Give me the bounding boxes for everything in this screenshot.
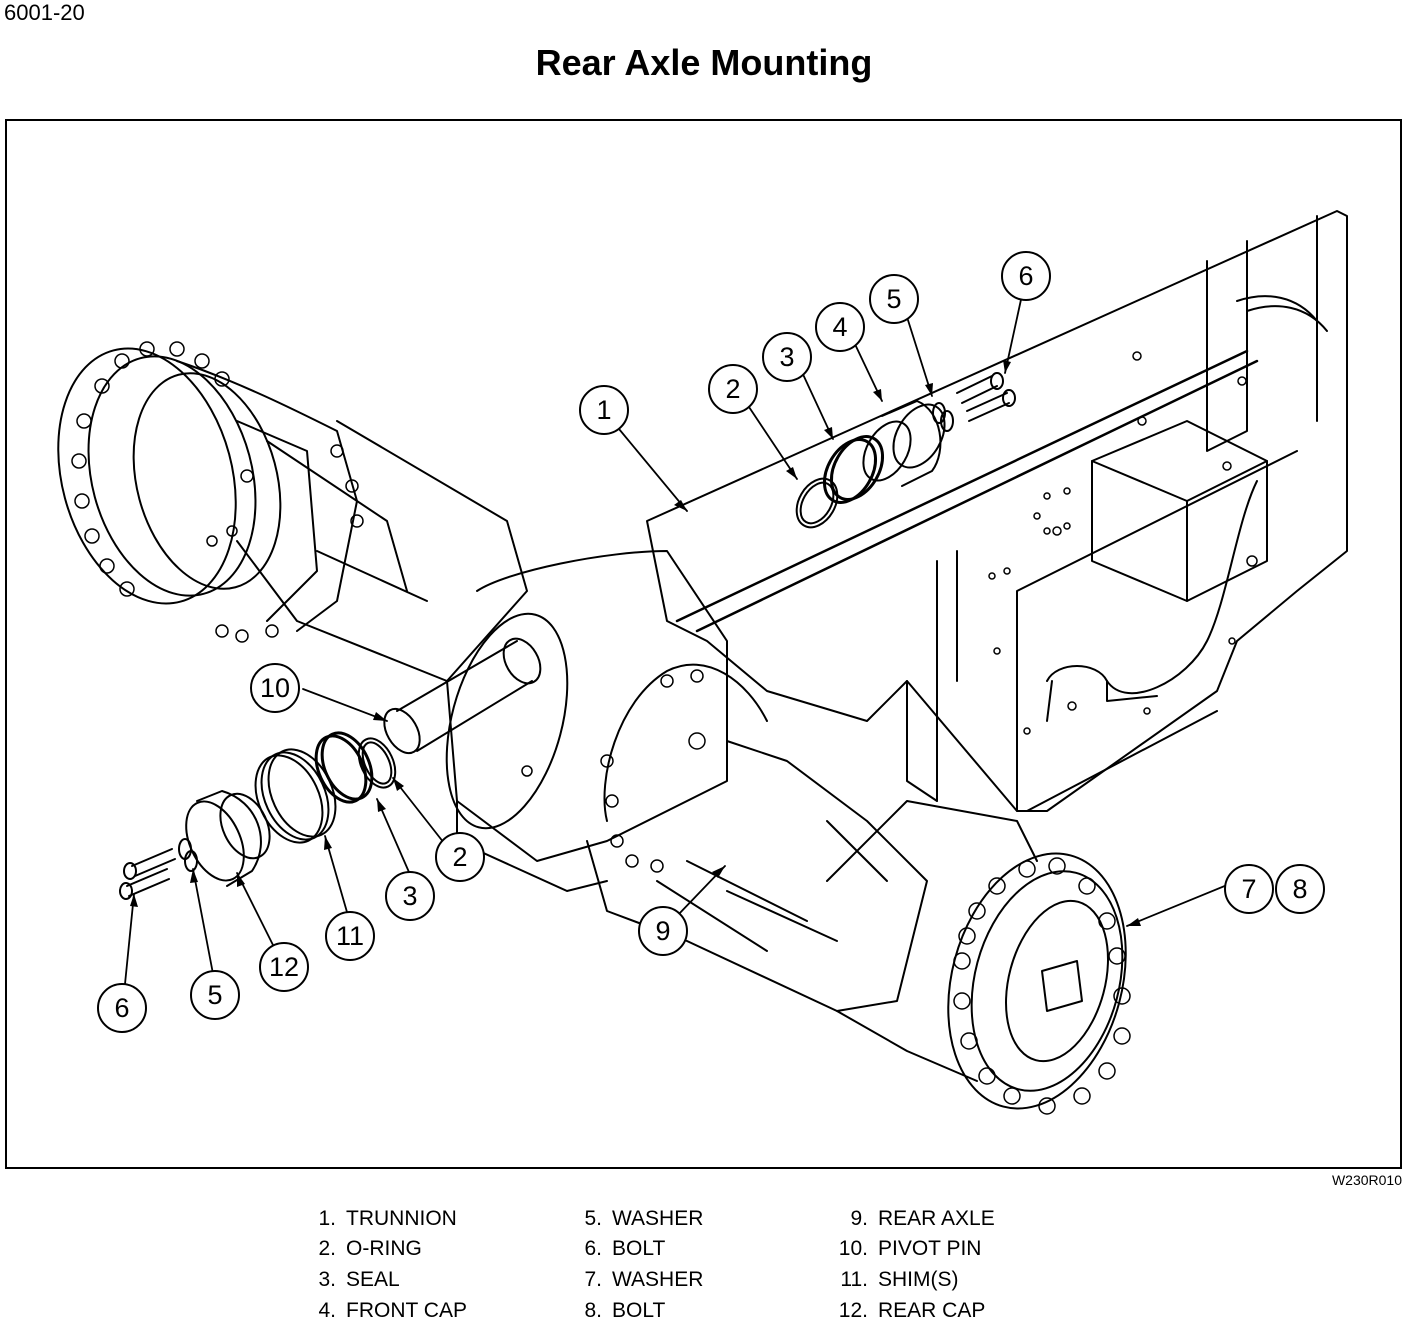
legend-item: 5.WASHER	[584, 1207, 704, 1230]
rear-axle-housing	[236, 420, 928, 1012]
legend-item: 1.TRUNNION	[318, 1207, 457, 1230]
leader-arrowheads	[130, 360, 1141, 926]
callout-3-lower: 3	[385, 871, 435, 921]
callout-5-upper: 5	[869, 274, 919, 324]
page-number: 6001-20	[4, 0, 85, 25]
page-title: Rear Axle Mounting	[535, 42, 873, 83]
legend-item: 11.SHIM(S)	[840, 1268, 959, 1291]
callout-6-upper: 6	[1001, 251, 1051, 301]
callout-1: 1	[579, 385, 629, 435]
axle-drawing: 1 2 3 4 5 6 10 2 3 11 12 5	[57, 210, 1348, 1115]
legend-item: 12.REAR CAP	[838, 1299, 986, 1322]
legend-item: 6.BOLT	[584, 1237, 666, 1260]
upper-bolts-6	[956, 372, 1016, 422]
svg-text:8: 8	[1292, 874, 1307, 904]
callout-11: 11	[325, 911, 375, 961]
svg-text:11: 11	[336, 921, 364, 951]
front-cap-4	[862, 400, 946, 487]
svg-text:4: 4	[832, 312, 847, 342]
legend-item: 3.SEAL	[318, 1268, 400, 1291]
callout-6-lower: 6	[97, 983, 147, 1033]
exploded-view-figure: 1 2 3 4 5 6 10 2 3 11 12 5	[5, 119, 1402, 1169]
callout-5-lower: 5	[190, 970, 240, 1020]
svg-text:10: 10	[260, 673, 290, 703]
svg-text:5: 5	[886, 284, 901, 314]
legend-item: 10.PIVOT PIN	[838, 1237, 982, 1260]
legend-item: 7.WASHER	[584, 1268, 704, 1291]
svg-text:1: 1	[596, 395, 611, 425]
callout-leaders	[123, 294, 1233, 995]
legend-item: 8.BOLT	[584, 1299, 666, 1322]
frame-bolts	[988, 351, 1258, 735]
lower-washers-5	[178, 838, 198, 872]
callout-3-upper: 3	[762, 332, 812, 382]
svg-text:12: 12	[269, 952, 299, 982]
pivot-pin	[383, 637, 542, 755]
left-wheel-hub	[57, 341, 364, 643]
machine-frame	[646, 210, 1348, 812]
shims-11	[254, 748, 337, 844]
figure-id: W230R010	[1331, 1172, 1402, 1188]
legend-item: 9.REAR AXLE	[850, 1207, 995, 1230]
svg-text:9: 9	[655, 916, 670, 946]
svg-text:6: 6	[1018, 261, 1033, 291]
svg-text:7: 7	[1241, 874, 1256, 904]
lower-oring-2	[357, 737, 397, 789]
upper-seal-3	[822, 435, 885, 504]
callout-7: 7	[1224, 864, 1274, 914]
svg-text:2: 2	[452, 842, 467, 872]
rear-cap-12	[185, 790, 271, 887]
legend-item: 2.O-RING	[318, 1237, 422, 1260]
callouts: 1 2 3 4 5 6 10 2 3 11 12 5	[97, 251, 1325, 1033]
svg-text:5: 5	[207, 980, 222, 1010]
callout-2-lower: 2	[435, 832, 485, 882]
lower-bolts-6	[119, 848, 176, 900]
right-wheel-hub	[521, 669, 1131, 1115]
callout-10: 10	[250, 663, 300, 713]
svg-text:2: 2	[725, 374, 740, 404]
callout-12: 12	[259, 942, 309, 992]
svg-text:3: 3	[779, 342, 794, 372]
callout-9: 9	[638, 906, 688, 956]
callout-8: 8	[1275, 864, 1325, 914]
legend-item: 4.FRONT CAP	[318, 1299, 467, 1322]
callout-2-upper: 2	[708, 364, 758, 414]
svg-text:3: 3	[402, 881, 417, 911]
upper-washers-5	[932, 402, 954, 432]
callout-4: 4	[815, 302, 865, 352]
svg-text:6: 6	[114, 993, 129, 1023]
